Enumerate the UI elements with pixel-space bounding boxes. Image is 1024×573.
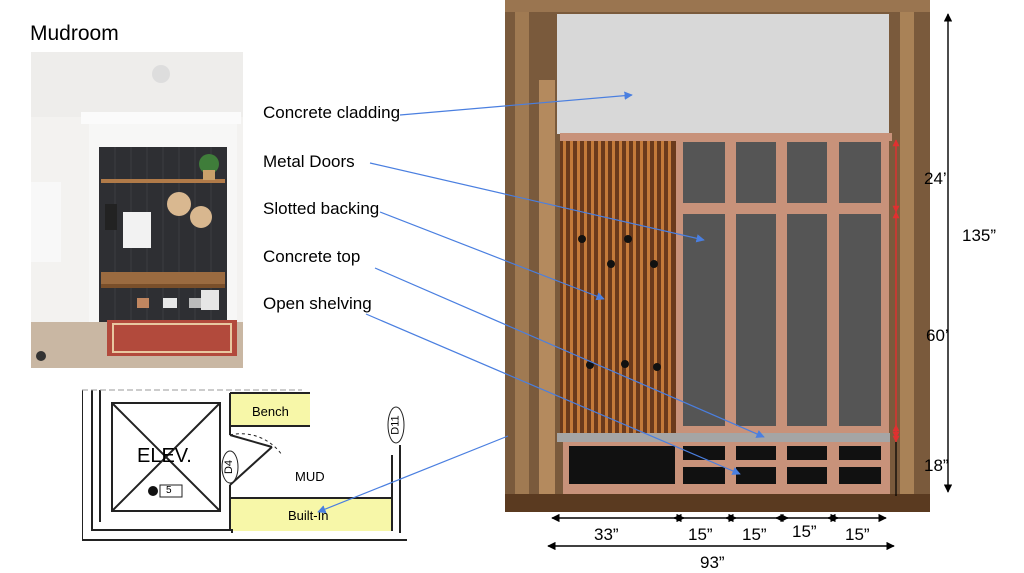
mudroom-reference-photo: [31, 52, 243, 368]
dim-15-a: 15”: [688, 525, 713, 544]
mud-label: MUD: [295, 469, 325, 484]
elevator-label: ELEV.: [137, 445, 192, 467]
callout-slotted-backing: Slotted backing: [263, 199, 380, 218]
dim-60: 60’: [926, 326, 949, 345]
elevator-number: 5: [166, 485, 172, 496]
callout-open-shelving: Open shelving: [263, 294, 372, 313]
callout-concrete-top: Concrete top: [263, 247, 361, 266]
dim-24: 24’: [924, 169, 947, 188]
dim-93: 93”: [700, 553, 725, 572]
bench-label: Bench: [252, 404, 289, 419]
door-d4-label: D4: [223, 459, 236, 475]
dim-15-b: 15”: [742, 525, 767, 544]
dim-15-d: 15”: [845, 525, 870, 544]
door-d11-label: D11: [389, 415, 402, 435]
concrete-top: [557, 433, 890, 442]
mudroom-elevation: [505, 0, 930, 512]
concrete-cladding: [557, 14, 889, 134]
callout-metal-doors: Metal Doors: [263, 152, 355, 171]
dim-18: 18”: [924, 456, 949, 475]
page-title: Mudroom: [30, 22, 119, 45]
dim-33: 33”: [594, 525, 619, 544]
callout-concrete-cladding: Concrete cladding: [263, 103, 401, 122]
floor-plan: ELEV. 5 D4 D11 Bench MUD Built-In: [82, 385, 407, 545]
dim-135: 135”: [962, 226, 997, 245]
dim-15-c: 15”: [792, 522, 817, 541]
built-in-label: Built-In: [288, 508, 329, 523]
